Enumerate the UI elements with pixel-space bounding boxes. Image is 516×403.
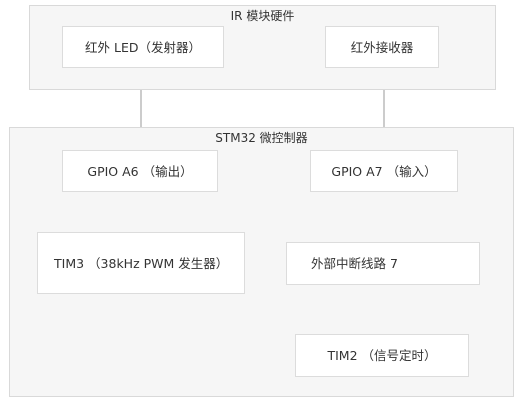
tim3-label: TIM3 （38kHz PWM 发生器）	[54, 255, 229, 271]
ir-led-node[interactable]: 红外 LED（发射器）	[62, 26, 224, 68]
gpio-a6-node[interactable]: GPIO A6 （输出）	[62, 150, 218, 192]
exti7-label: 外部中断线路 7	[311, 256, 398, 271]
ir-led-label: 红外 LED（发射器）	[85, 39, 201, 55]
tim2-node[interactable]: TIM2 （信号定时）	[295, 334, 469, 377]
ir-receiver-node[interactable]: 红外接收器	[325, 26, 439, 68]
tim3-node[interactable]: TIM3 （38kHz PWM 发生器）	[37, 232, 245, 294]
exti7-node[interactable]: 外部中断线路 7	[286, 242, 480, 285]
tim2-label: TIM2 （信号定时）	[327, 348, 437, 363]
ir-receiver-label: 红外接收器	[350, 39, 414, 55]
gpio-a7-label: GPIO A7 （输入）	[331, 163, 437, 179]
ir-module-group-title: IR 模块硬件	[230, 9, 295, 23]
gpio-a7-node[interactable]: GPIO A7 （输入）	[310, 150, 458, 192]
stm32-group-title: STM32 微控制器	[215, 131, 308, 145]
gpio-a6-label: GPIO A6 （输出）	[87, 163, 193, 179]
